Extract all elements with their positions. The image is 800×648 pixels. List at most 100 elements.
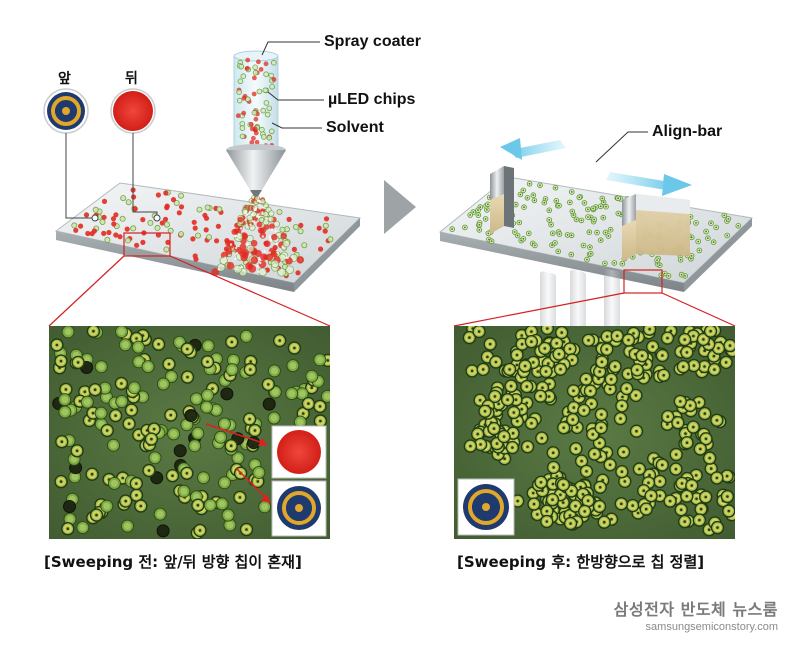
chip-dot [183,373,192,381]
chip-dot [473,430,482,438]
chip-dot [282,239,290,248]
chip-dot [59,359,63,363]
chip-dot [194,232,201,239]
chip-dot [184,409,198,422]
chip-dot [92,511,101,519]
chip-dot [490,392,499,401]
chip-dot [689,216,692,218]
chip-dot [264,111,271,118]
chip-dot [316,417,325,425]
chip-dot [568,347,572,351]
chip-dot [602,201,605,204]
chip-dot [684,275,686,277]
chip-dot [704,437,708,441]
chip-dot [602,345,611,354]
chip-dot [515,353,519,357]
chip-dot [147,469,151,472]
chip-dot [221,420,228,428]
chip-dot [132,206,138,212]
chip-dot [703,365,706,368]
chip-dot [582,375,590,384]
back-label: 뒤 [125,70,138,86]
chip-dot [93,388,97,392]
chip-dot [63,500,76,513]
chip-dot [270,59,277,66]
chip-dot [580,507,589,516]
chip-dot [548,382,551,386]
chip-dot [617,197,619,200]
chip-dot [264,380,273,389]
chip-dot [169,413,173,417]
chip-dot [706,327,715,336]
chip-dot [249,368,252,371]
chip-dot [221,479,228,487]
chip-dot [694,474,698,477]
chip-dot [92,329,95,333]
chip-dot [701,493,710,501]
chip-dot [551,498,554,502]
chip-dot [168,471,177,480]
chip-dot [165,239,171,245]
chip-dot [539,481,543,484]
chip-dot [73,227,79,233]
chip-dot [547,395,551,398]
chip-dot [601,197,604,200]
chip-dot [481,368,485,371]
chip-dot [170,197,177,203]
chip-dot [176,338,183,346]
chip-dot [256,59,261,65]
chip-dot [640,354,644,358]
chip-dot [536,513,539,516]
chip-dot [297,228,304,235]
chip-dot [585,470,588,473]
chip-dot [580,459,583,463]
chip-dot [623,480,627,483]
chip-dot [322,222,329,229]
chip-dot [238,63,245,70]
chip-dot [587,339,590,342]
chip-dot [196,206,203,213]
chip-dot [570,191,573,193]
chip-dot [157,342,160,346]
chip-dot [270,259,280,269]
chip-dot [235,246,238,250]
chip-dot [676,397,685,406]
chip-dot [256,88,263,95]
chip-dot [246,243,249,246]
chip-dot [258,67,264,72]
chip-dot [260,107,267,114]
chip-dot [607,375,616,384]
chip-dot [139,393,147,401]
chip-dot [101,214,107,220]
chip-dot [134,343,142,351]
chip-dot [182,469,191,478]
chip-dot [622,384,631,393]
chip-dot [125,237,132,244]
chip-dot [245,262,253,270]
chip-dot [699,507,703,511]
chip-dot [600,360,604,364]
chip-dot [256,480,260,483]
chip-dot [522,237,525,240]
chip-dot [619,448,628,456]
chip-dot [658,480,662,483]
chip-dot [481,407,489,416]
chip-dot [475,327,483,336]
chip-dot [544,198,547,200]
chip-dot [728,344,732,347]
chip-dot [261,503,269,511]
chip-dot [249,223,252,226]
chip-dot [244,211,247,215]
chip-dot [139,504,143,508]
chip-dot [618,401,626,410]
chip-dot [674,453,678,456]
chip-dot [254,139,260,145]
chip-dot [261,212,264,216]
chip-dot [203,403,211,411]
chip-dot [690,361,698,370]
chip-dot [537,434,546,442]
chip-dot [494,360,498,364]
chip-dot [266,105,273,112]
chip-dot [203,227,209,233]
chip-dot [710,222,712,225]
